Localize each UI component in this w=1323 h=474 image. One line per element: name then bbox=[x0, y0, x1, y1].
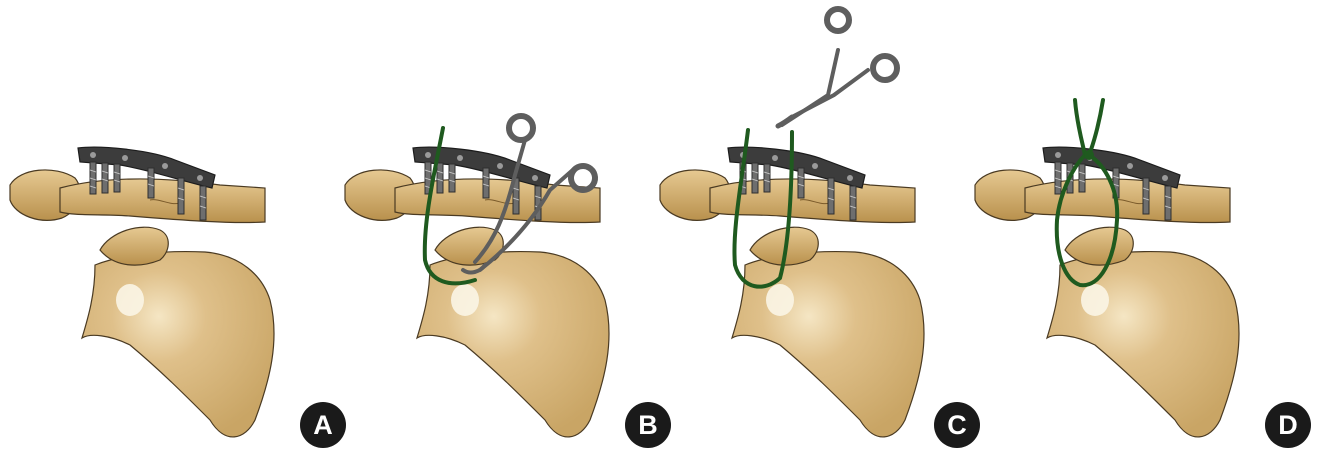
scissors-icon bbox=[778, 9, 897, 126]
panel-b-illustration bbox=[335, 0, 665, 474]
panel-label-d: D bbox=[1265, 402, 1311, 448]
panel-c: C bbox=[650, 0, 980, 474]
clavicle-plate-scapula-drawing bbox=[975, 147, 1239, 437]
clavicle-plate-scapula-drawing bbox=[345, 147, 609, 437]
panel-a: A bbox=[0, 0, 330, 474]
knot-point bbox=[1084, 150, 1094, 160]
clavicle-plate-scapula-drawing bbox=[10, 147, 274, 437]
panel-b: B bbox=[335, 0, 665, 474]
panel-c-illustration bbox=[650, 0, 980, 474]
panel-d-illustration bbox=[965, 0, 1295, 474]
panel-d: D bbox=[965, 0, 1295, 474]
panel-a-illustration bbox=[0, 0, 330, 474]
